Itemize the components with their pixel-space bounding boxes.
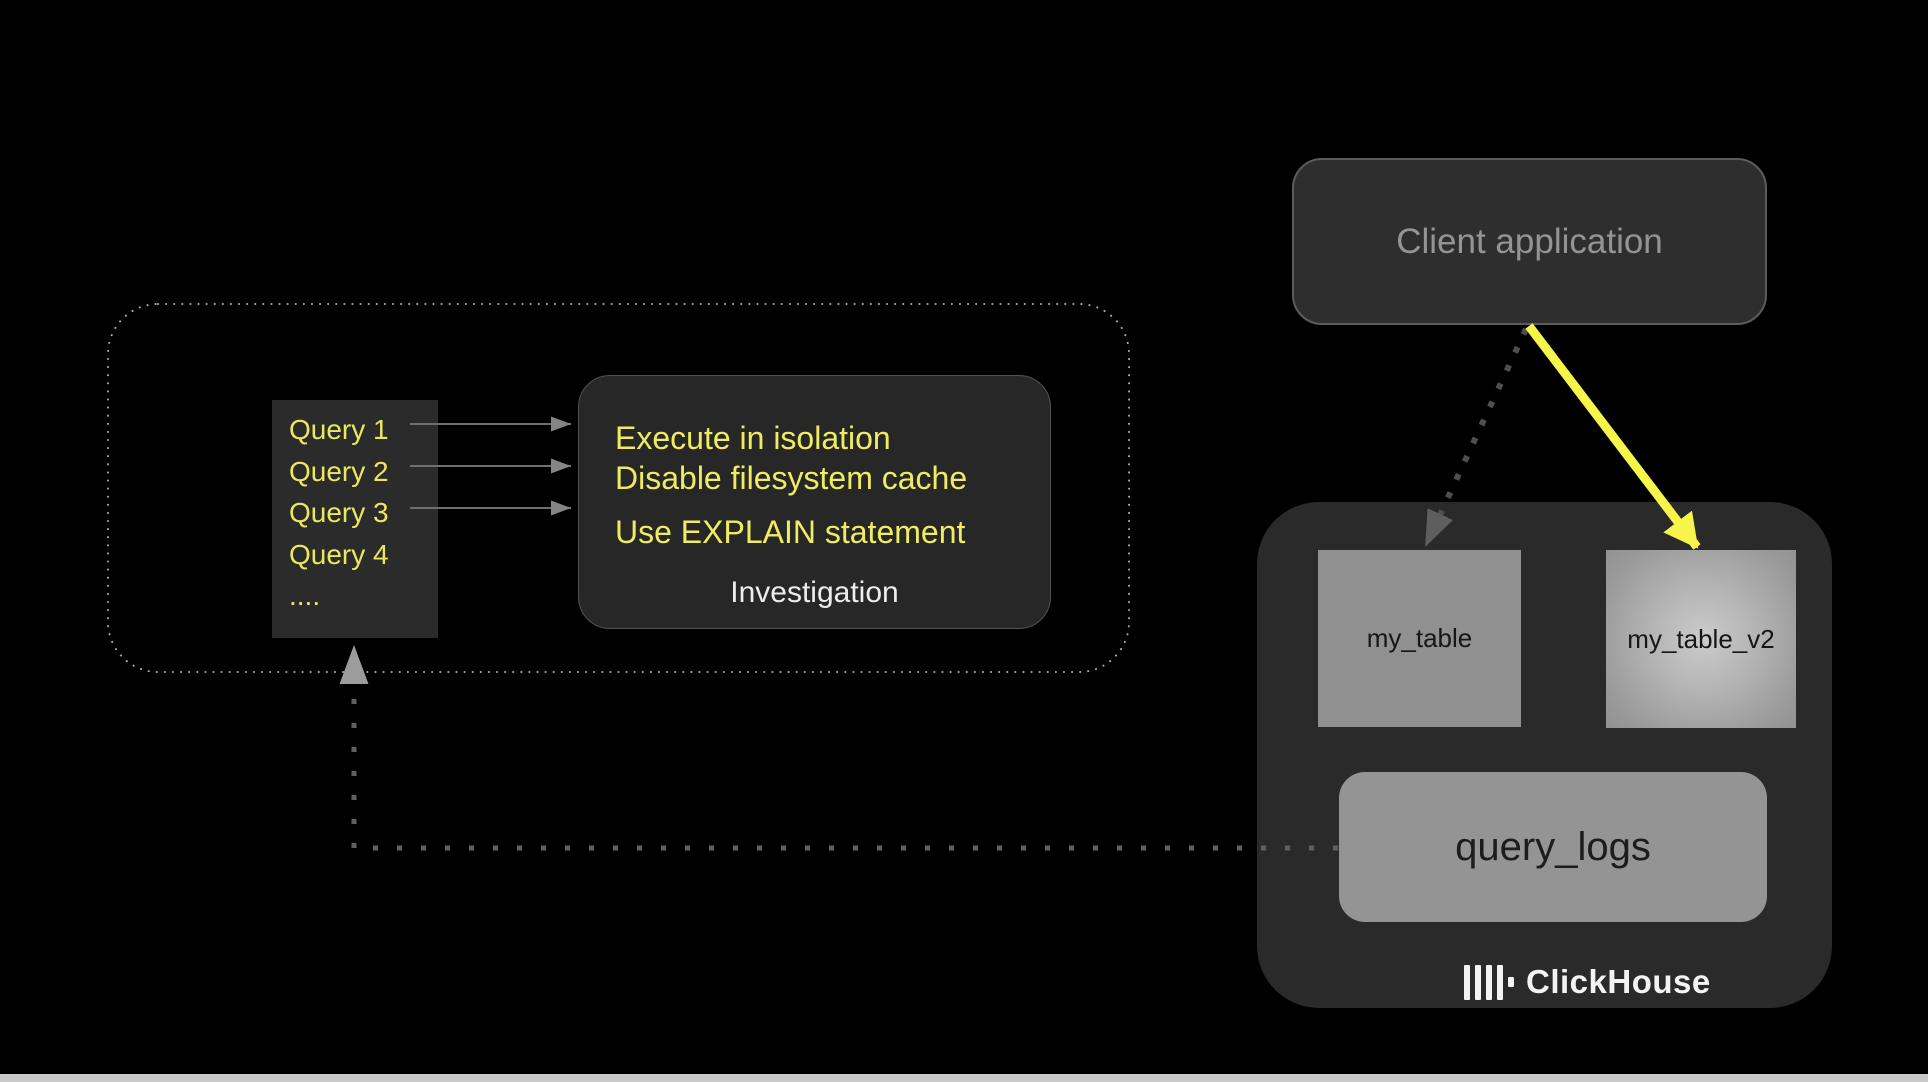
query-logs-box: query_logs	[1339, 772, 1767, 922]
my-table-v2-box: my_table_v2	[1606, 550, 1796, 728]
clickhouse-brand: ClickHouse	[1464, 960, 1711, 1004]
my-table-v2-label: my_table_v2	[1627, 623, 1775, 654]
client-application-label: Client application	[1396, 221, 1663, 261]
clickhouse-brand-text: ClickHouse	[1526, 963, 1711, 1000]
investigation-label: Investigation	[730, 576, 899, 609]
my-table-label: my_table	[1366, 623, 1473, 653]
logo-bar	[1486, 964, 1492, 1000]
investigation-tip: Use EXPLAIN statement	[615, 514, 966, 550]
client-application-box: Client application	[1292, 158, 1767, 325]
query-list-box: Query 1 Query 2 Query 3 Query 4 ....	[272, 400, 438, 638]
logo-bar	[1464, 964, 1470, 1000]
query-item: Query 4	[289, 538, 389, 570]
logo-bar	[1475, 964, 1481, 1000]
query-item-ellipsis: ....	[289, 580, 321, 611]
query-logs-to-queries-dotted-path	[339, 645, 1338, 851]
investigation-tip: Execute in isolation	[615, 420, 891, 456]
bottom-edge-strip	[0, 1074, 1928, 1082]
clickhouse-logo-icon	[1464, 964, 1514, 1000]
investigation-tip: Disable filesystem cache	[615, 460, 968, 496]
query-item: Query 1	[289, 414, 389, 445]
query-item: Query 2	[289, 455, 389, 487]
query-item: Query 3	[289, 497, 389, 528]
my-table-box: my_table	[1318, 550, 1521, 727]
query-logs-label: query_logs	[1455, 824, 1651, 869]
investigation-box: Execute in isolation Disable filesystem …	[578, 375, 1051, 629]
logo-bar	[1497, 964, 1503, 1000]
logo-dot	[1508, 977, 1514, 987]
